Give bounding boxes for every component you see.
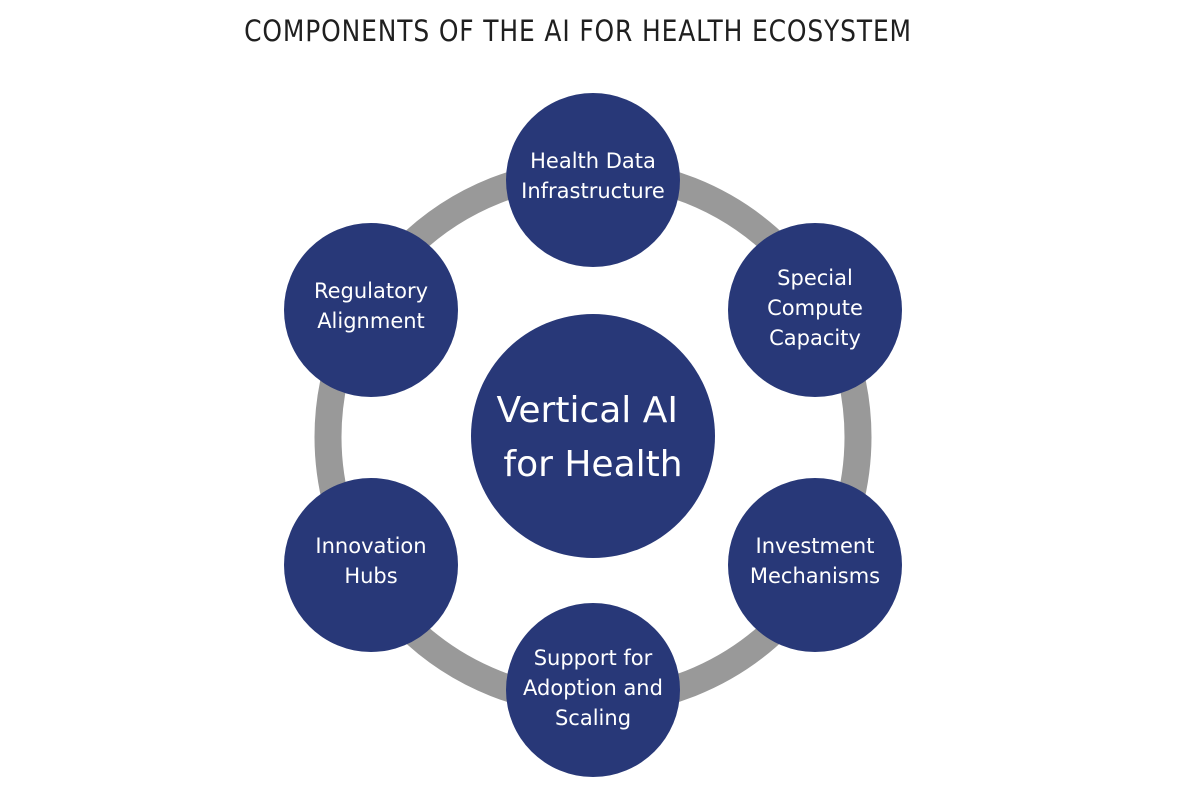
center-node: Vertical AI for Health [471,314,715,558]
center-label-line: Vertical AI [497,390,678,431]
component-label-line: Health Data [530,149,656,173]
component-label-line: Mechanisms [750,564,880,588]
component-label-line: Adoption and [523,676,663,700]
component-label-line: Capacity [769,326,861,350]
component-circle [506,93,680,267]
center-label-line: for Health [503,444,682,485]
component-label-line: Hubs [344,564,397,588]
component-label-line: Infrastructure [521,179,665,203]
component-circle [284,223,458,397]
component-circle [506,603,680,777]
component-label-line: Investment [756,534,875,558]
center-label: Vertical AI for Health [497,390,690,485]
component-circle [284,478,458,652]
component-circle [728,478,902,652]
component-label-line: Support for [534,646,653,670]
component-label-line: Alignment [317,309,425,333]
component-label-line: Scaling [555,706,631,730]
center-circle [471,314,715,558]
component-label-line: Regulatory [314,279,428,303]
diagram-title: COMPONENTS OF THE AI FOR HEALTH ECOSYSTE… [244,14,912,48]
component-label-line: Innovation [315,534,426,558]
component-label-line: Special [777,266,853,290]
component-label-line: Compute [767,296,863,320]
component-circle [728,223,902,397]
